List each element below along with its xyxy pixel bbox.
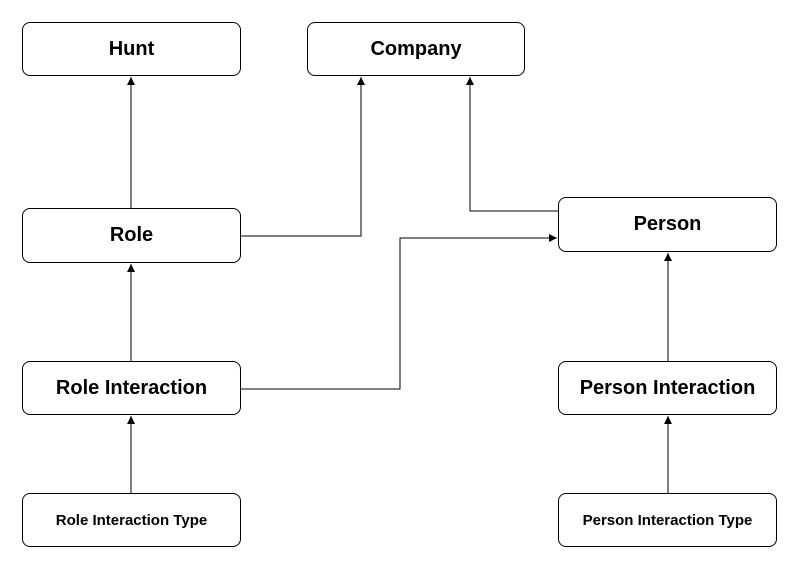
node-person[interactable]: Person <box>558 197 777 252</box>
node-person-label: Person <box>633 213 702 235</box>
node-role-interaction-type[interactable]: Role Interaction Type <box>22 493 241 547</box>
node-person-interaction[interactable]: Person Interaction <box>558 361 777 415</box>
node-hunt-label: Hunt <box>108 37 155 60</box>
node-role[interactable]: Role <box>22 208 241 263</box>
node-role-interaction-type-label: Role Interaction Type <box>55 511 208 529</box>
node-company-label: Company <box>370 37 462 60</box>
node-person-interaction-label: Person Interaction <box>579 376 756 399</box>
node-person-interaction-type[interactable]: Person Interaction Type <box>558 493 777 547</box>
edge-role-to-company <box>241 77 365 237</box>
node-company[interactable]: Company <box>307 22 525 76</box>
node-role-interaction-label: Role Interaction <box>55 376 208 399</box>
node-hunt[interactable]: Hunt <box>22 22 241 76</box>
edge-person-to-company <box>466 77 558 212</box>
edge-role-interaction-to-person <box>241 234 557 390</box>
node-person-interaction-type-label: Person Interaction Type <box>582 511 753 529</box>
node-role-label: Role <box>109 224 154 246</box>
node-role-interaction[interactable]: Role Interaction <box>22 361 241 415</box>
